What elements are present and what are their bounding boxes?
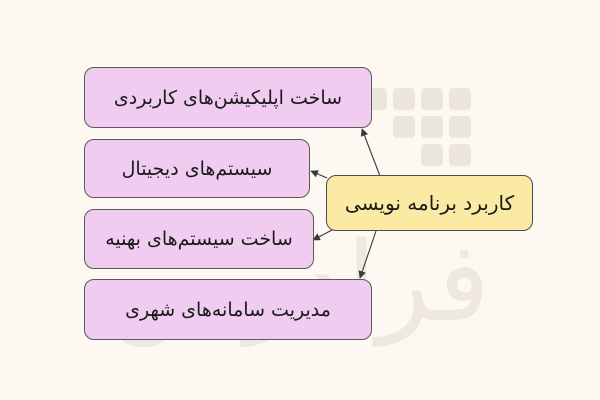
leaf-node-apps: ساخت اپلیکیشن‌های کاربردی	[84, 67, 372, 128]
edge-root-to-leaf-4	[358, 230, 377, 279]
leaf-node-apps-label: ساخت اپلیکیشن‌های کاربردی	[113, 86, 343, 109]
root-node: کاربرد برنامه نویسی	[326, 175, 533, 231]
root-node-label: کاربرد برنامه نویسی	[344, 191, 515, 215]
edge-root-to-leaf-3	[312, 229, 333, 241]
leaf-node-digital-systems-label: سیستم‌های دیجیتال	[121, 157, 273, 180]
leaf-node-optimal-systems: ساخت سیستم‌های بهنیه	[84, 209, 314, 269]
edge-root-to-leaf-2	[310, 170, 328, 179]
leaf-node-urban-systems: مدیریت سامانه‌های شهری	[84, 279, 372, 340]
leaf-node-urban-systems-label: مدیریت سامانه‌های شهری	[125, 298, 331, 321]
edge-root-to-leaf-1	[360, 128, 381, 177]
watermark-grid-icon	[365, 88, 471, 166]
leaf-node-optimal-systems-label: ساخت سیستم‌های بهنیه	[105, 228, 293, 250]
leaf-node-digital-systems: سیستم‌های دیجیتال	[84, 139, 310, 198]
